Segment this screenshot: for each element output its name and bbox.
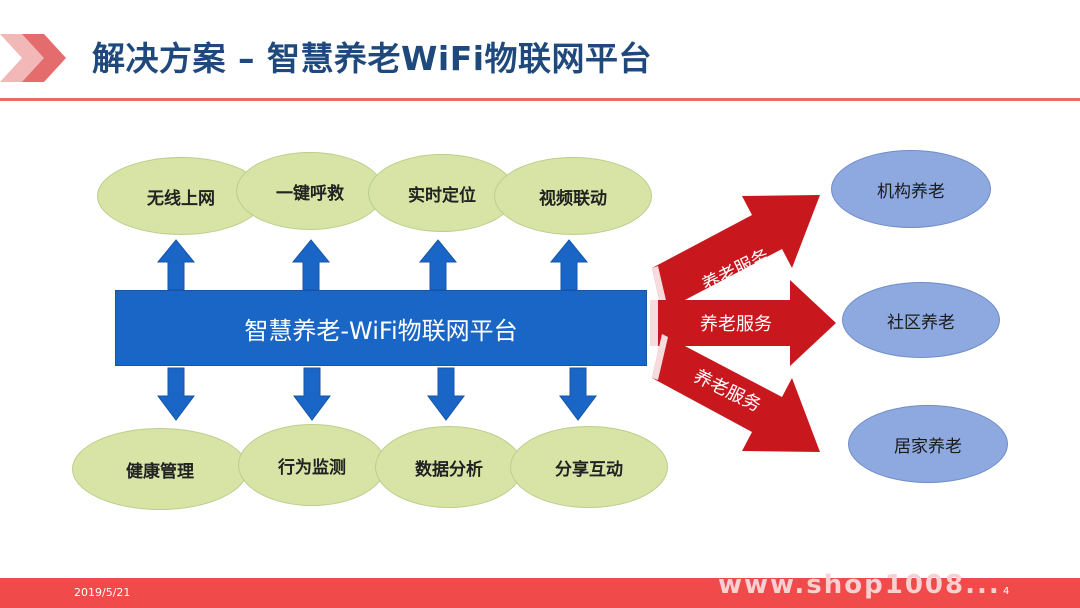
feature-realtime-location: 实时定位 <box>368 154 516 232</box>
up-arrow-4 <box>549 239 589 291</box>
target-community-care: 社区养老 <box>842 282 1000 358</box>
chevron-right-icon <box>0 34 66 82</box>
down-arrow-4 <box>559 367 597 421</box>
up-arrow-1 <box>156 239 196 291</box>
feature-emergency-call: 一键呼救 <box>236 152 384 230</box>
platform-bar: 智慧养老-WiFi物联网平台 <box>115 290 647 366</box>
feature-behavior-monitoring: 行为监测 <box>238 424 386 506</box>
watermark-text: www.shop1008... <box>718 570 1001 600</box>
target-home-care: 居家养老 <box>848 405 1008 483</box>
service-arrow-middle: 养老服务 <box>650 280 836 366</box>
footer-bar <box>0 578 1080 608</box>
up-arrow-2 <box>291 239 331 291</box>
page-number: 4 <box>1003 586 1010 597</box>
down-arrow-1 <box>157 367 195 421</box>
title-divider <box>0 98 1080 101</box>
target-institutional-care: 机构养老 <box>831 150 991 228</box>
feature-video-linkage: 视频联动 <box>494 157 652 235</box>
footer-date: 2019/5/21 <box>74 586 131 599</box>
feature-data-analysis: 数据分析 <box>375 426 523 508</box>
service-label-middle: 养老服务 <box>700 314 772 335</box>
up-arrow-3 <box>418 239 458 291</box>
page-title: 解决方案 – 智慧养老WiFi物联网平台 <box>92 39 653 78</box>
feature-health-management: 健康管理 <box>72 428 248 510</box>
down-arrow-2 <box>293 367 331 421</box>
feature-share-interaction: 分享互动 <box>510 426 668 508</box>
down-arrow-3 <box>427 367 465 421</box>
